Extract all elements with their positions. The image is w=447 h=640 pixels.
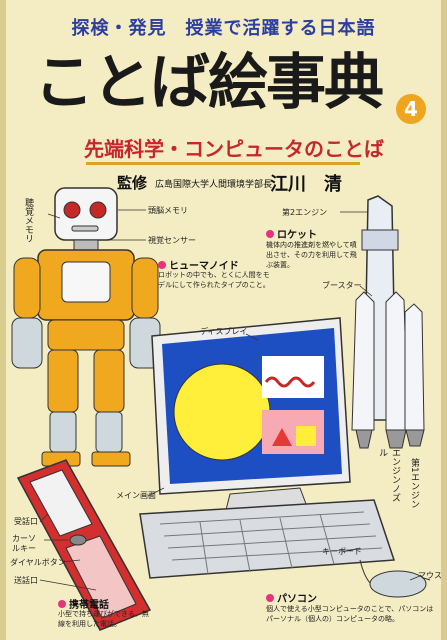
rocket-illustration: [351, 195, 425, 449]
callout-visual-sensor: 視覚センサー: [148, 236, 196, 245]
callout-booster: ブースター: [322, 281, 362, 290]
callout-cursor-key: カーソルキー: [12, 534, 36, 553]
callout-main-screen: メイン画面: [116, 491, 156, 500]
volume-theme: 先端科学・コンピュータのことば: [84, 137, 384, 161]
right-edge: [441, 0, 447, 640]
entry-rocket-description: 機体内の推進剤を燃やして噴出させ、その力を利用して飛ぶ装置。: [266, 241, 357, 269]
bullet-dot-icon: [58, 599, 66, 608]
robot-illustration: [11, 187, 161, 467]
callout-head-memory: 頭脳メモリ: [148, 206, 188, 215]
entry-mobile-phone-description: 小型で持ち運びができる、無線を利用した電話。: [58, 610, 149, 628]
entry-pc-term-text: パソコン: [277, 594, 317, 605]
supervisor-name: 江川 清: [270, 174, 342, 195]
callout-display: ディスプレイ: [200, 327, 248, 336]
mobile-phone-illustration: [16, 459, 152, 631]
book-title: ことば絵事典: [34, 48, 384, 118]
callout-hearing-memory: 聴覚メモリ: [23, 198, 33, 243]
supervisor-role: 監修: [117, 174, 148, 192]
entry-mobile-phone-term-text: 携帯電話: [69, 600, 109, 611]
bullet-dot-icon: [266, 229, 274, 238]
computer-illustration: [139, 317, 431, 598]
entry-rocket-term-text: ロケット: [277, 230, 317, 241]
volume-badge: 4: [396, 94, 426, 124]
entry-humanoid-description: ロボットの中でも、とくに人間をモデルにして作られたタイプのこと。: [158, 271, 270, 289]
callout-dial-button: ダイヤルボタン: [10, 558, 66, 567]
callout-engine-nozzle: エンジンノズル: [377, 448, 400, 502]
bullet-dot-icon: [158, 260, 166, 269]
callout-first-engine: 第1エンジン: [409, 458, 419, 509]
series-subtitle: 探検・発見 授業で活躍する日本語: [71, 18, 376, 39]
callout-mouse: マウス: [418, 571, 442, 580]
theme-underline: [86, 162, 360, 165]
callout-leader-lines: [39, 209, 421, 591]
entry-pc-term: パソコン: [266, 590, 317, 605]
supervisor-affiliation: 広島国際大学人間環境学部長: [155, 180, 273, 190]
entry-pc-description: 個人で使える小型コンピュータのことで、パソコンはパーソナル（個人の）コンピュータ…: [266, 605, 434, 623]
left-edge: [0, 0, 6, 640]
entry-humanoid-term: ヒューマノイド: [158, 257, 239, 272]
callout-receiver: 受話口: [14, 517, 38, 526]
callout-second-engine: 第2エンジン: [282, 208, 328, 217]
bullet-dot-icon: [266, 593, 274, 602]
entry-rocket-term: ロケット: [266, 226, 317, 241]
callout-keyboard: キーボード: [322, 547, 362, 556]
entry-mobile-phone-term: 携帯電話: [58, 596, 109, 611]
entry-humanoid-term-text: ヒューマノイド: [169, 261, 239, 272]
callout-transmitter: 送話口: [14, 576, 38, 585]
